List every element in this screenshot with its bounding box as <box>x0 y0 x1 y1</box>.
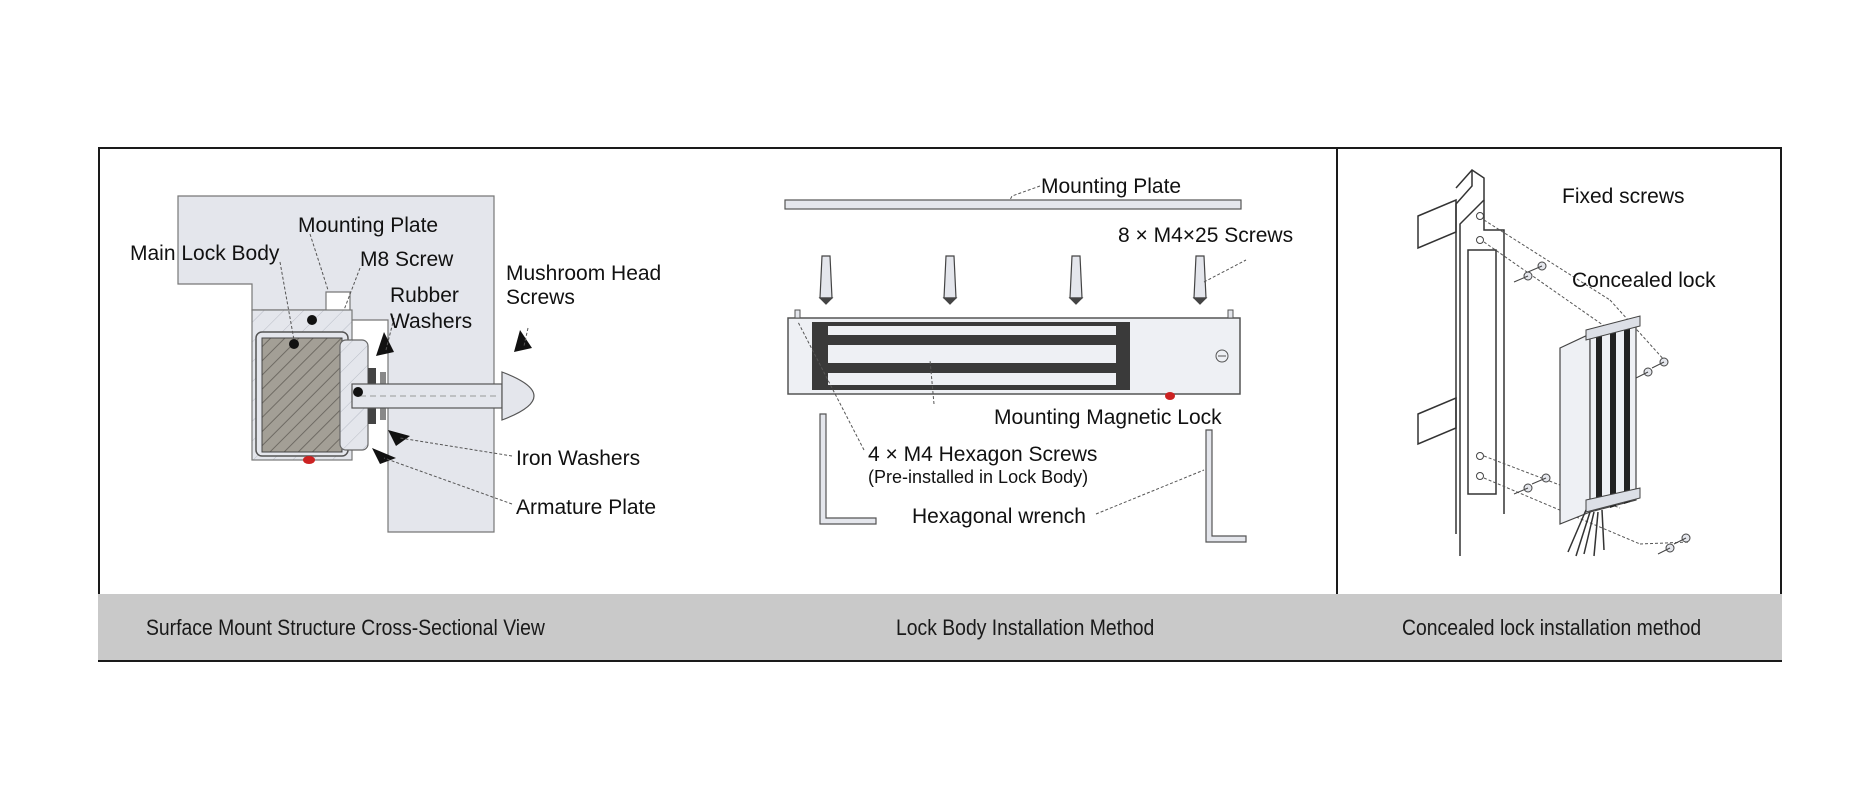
label-iron-washers: Iron Washers <box>516 447 640 470</box>
label-rubber: Rubber <box>390 284 459 307</box>
panel-divider <box>1336 147 1338 662</box>
label-screws: Screws <box>506 286 575 309</box>
bottom-rule <box>98 660 1782 662</box>
label-washers: Washers <box>390 310 472 333</box>
label-magnetic-lock: Mounting Magnetic Lock <box>994 406 1222 429</box>
caption-concealed: Concealed lock installation method <box>1402 615 1702 640</box>
label-armature-plate: Armature Plate <box>516 496 656 519</box>
label-fixed-screws: Fixed screws <box>1562 185 1685 208</box>
concealed-lock-drawing: Fixed screws Concealed lock <box>1417 169 1716 557</box>
label-concealed-lock: Concealed lock <box>1572 269 1716 292</box>
caption-lock-body: Lock Body Installation Method <box>896 615 1155 640</box>
label-hex-screws: 4 × M4 Hexagon Screws <box>868 443 1097 466</box>
label-mounting-plate: Mounting Plate <box>298 214 438 237</box>
label-hex-note: (Pre-installed in Lock Body) <box>868 467 1088 487</box>
caption-cross-section: Surface Mount Structure Cross-Sectional … <box>146 615 545 640</box>
caption-bar <box>98 594 1782 662</box>
label-mounting-plate-2: Mounting Plate <box>1041 175 1181 198</box>
label-mushroom-head: Mushroom Head <box>506 262 661 285</box>
label-wrench: Hexagonal wrench <box>912 505 1086 528</box>
label-main-lock-body: Main Lock Body <box>130 242 280 265</box>
diagram-frame <box>98 147 1782 662</box>
label-screws-8: 8 × M4×25 Screws <box>1118 224 1293 247</box>
lock-body-drawing: Mounting Plate 8 × M4×25 Screws Mounting… <box>784 175 1293 543</box>
cross-section-drawing: Mounting Plate Main Lock Body M8 Screw R… <box>130 195 661 533</box>
label-m8-screw: M8 Screw <box>360 248 454 271</box>
